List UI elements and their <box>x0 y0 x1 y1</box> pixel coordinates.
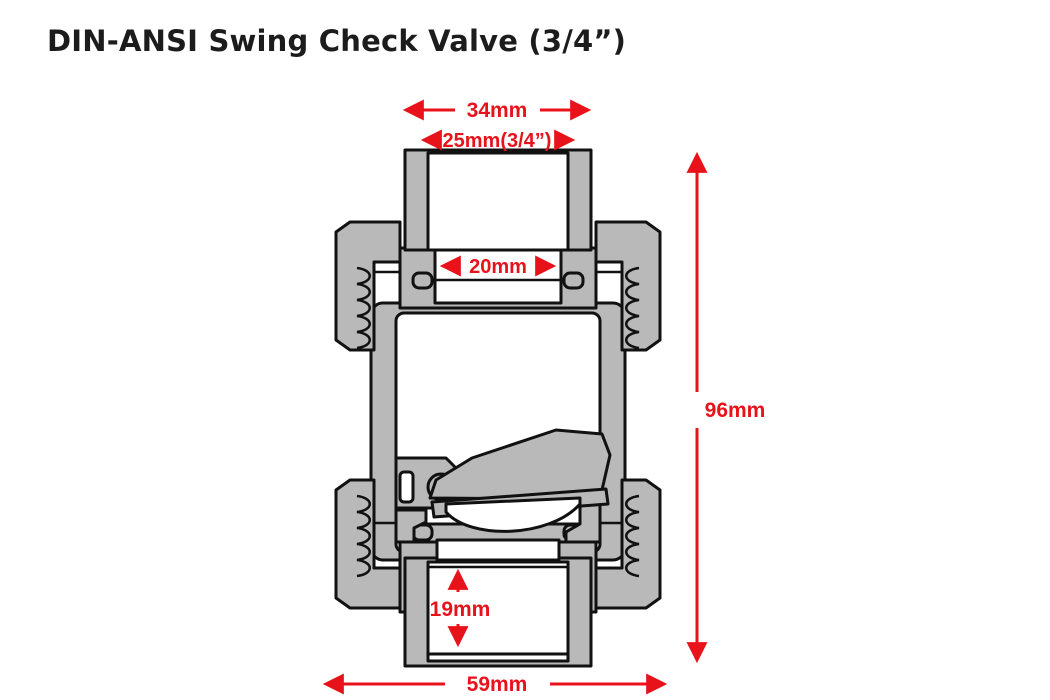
thread-profile-bottom-right <box>625 494 640 578</box>
dim-socket-depth: 19mm <box>430 568 491 648</box>
hinge-slot <box>398 470 415 504</box>
socket-end-band <box>426 652 570 663</box>
dimension-label-socket-outer-width: 34mm <box>467 99 528 122</box>
thread-profile-bottom-left <box>356 494 371 578</box>
union-nut-top-right <box>594 220 662 352</box>
dimension-label-nominal-size: 25mm(3/4”) <box>443 130 552 152</box>
union-nut-bottom-left <box>334 478 402 610</box>
union-nut-top-left <box>334 220 402 352</box>
swing-mechanism-group <box>394 428 612 544</box>
stop-tab <box>411 271 434 290</box>
valve-body-group <box>334 148 662 668</box>
dimensions-group: 34mm 25mm(3/4”) 20mm 96mm 19mm <box>322 99 766 696</box>
seat-bore <box>435 538 561 562</box>
dimension-label-overall-height: 96mm <box>705 399 766 422</box>
thread-profile-top-right <box>625 266 640 350</box>
dimension-label-overall-width: 59mm <box>467 673 528 696</box>
dimension-label-socket-depth: 19mm <box>430 598 491 621</box>
dim-overall-height: 96mm <box>686 151 766 664</box>
dim-socket-outer-width: 34mm <box>402 99 592 122</box>
dim-overall-width: 59mm <box>322 673 668 696</box>
union-nut-bottom-right <box>594 478 662 610</box>
page-title: DIN-ANSI Swing Check Valve (3/4”) <box>47 24 627 58</box>
dimension-label-bore-diameter: 20mm <box>469 256 527 278</box>
seat-support-left <box>394 508 428 544</box>
stop-tab <box>562 271 585 290</box>
dim-nominal-size: 25mm(3/4”) <box>420 129 576 152</box>
seat-diaphragm <box>444 496 582 533</box>
dim-bore-diameter: 20mm <box>439 255 557 278</box>
thread-profile-top-left <box>356 266 371 350</box>
top-socket-cavity <box>426 151 570 252</box>
